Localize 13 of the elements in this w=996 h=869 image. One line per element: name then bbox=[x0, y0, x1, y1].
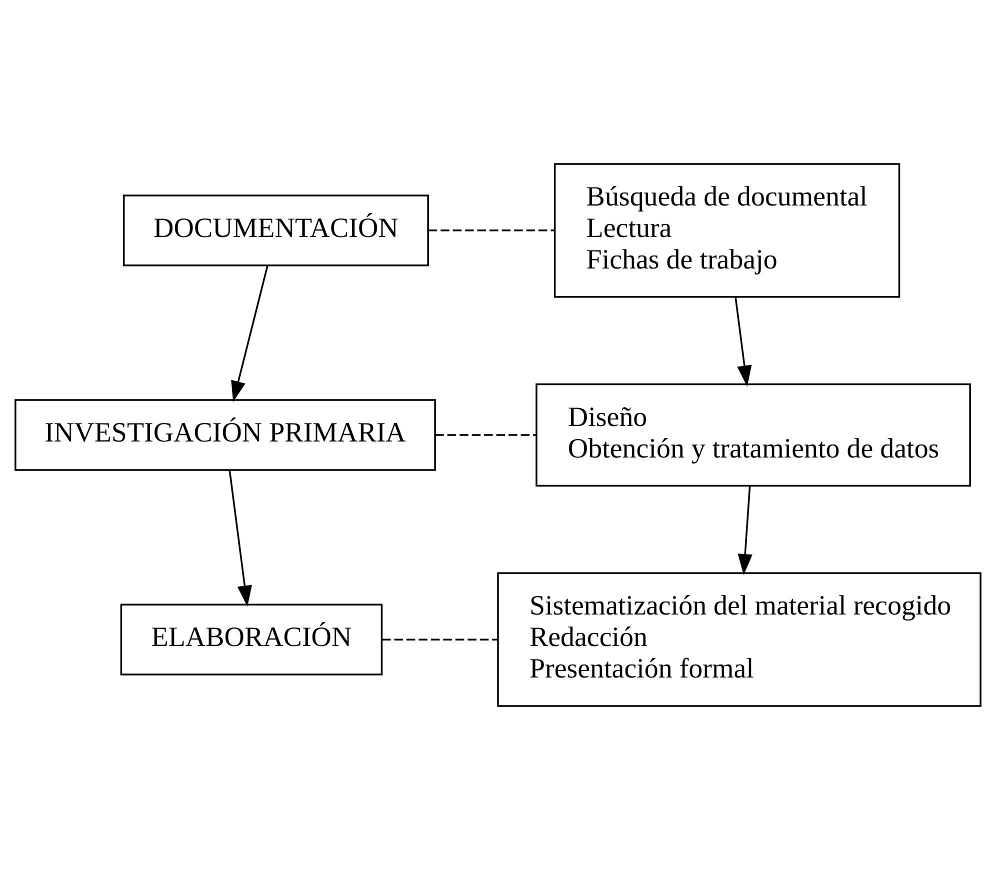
arrow bbox=[231, 265, 268, 402]
connector bbox=[382, 638, 498, 640]
node-box: Diseño Obtención y tratamiento de datos bbox=[536, 382, 971, 486]
node-box: DOCUMENTACIÓN bbox=[122, 194, 429, 266]
arrow bbox=[228, 470, 252, 606]
node-box: Sistematización del material recogido Redacción Presentación formal bbox=[497, 572, 982, 706]
connector bbox=[435, 434, 536, 436]
node-box: Búsqueda de documental Lectura Fichas de trabajo bbox=[554, 162, 900, 298]
connector bbox=[428, 229, 554, 231]
node-box: INVESTIGACIÓN PRIMARIA bbox=[14, 398, 436, 470]
node-box: ELABORACIÓN bbox=[120, 603, 383, 675]
arrow bbox=[734, 296, 752, 386]
arrow bbox=[738, 485, 752, 575]
